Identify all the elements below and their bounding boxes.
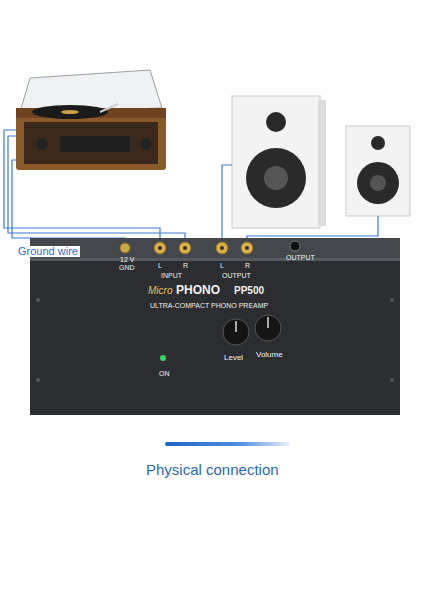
panel-label: INPUT [161,272,182,279]
preamp-box: 12 VGNDLRINPUTLROUTPUTOUTPUTMicroPHONOPP… [28,232,400,417]
caption: Physical connection [146,462,279,477]
callout-label: Ground wire [16,246,80,257]
turntable [16,70,166,170]
panel-label: ULTRA-COMPACT PHONO PREAMP [150,302,268,309]
panel-label: PP500 [234,286,264,296]
panel-label: L [220,262,224,269]
speakers [232,96,410,228]
panel-label: Micro [148,286,172,296]
wires [4,130,378,242]
gradient-bar [165,442,290,446]
panel-label: 12 V [120,256,134,263]
panel-label: L [158,262,162,269]
panel-label: GND [119,264,135,271]
panel-label: PHONO [176,284,220,296]
panel-label: Volume [256,351,283,359]
preamp-body [30,238,400,415]
panel-label: ON [159,370,170,377]
panel-label: OUTPUT [222,272,251,279]
panel-label: R [245,262,250,269]
panel-label: R [183,262,188,269]
panel-label: Level [224,354,243,362]
panel-label: OUTPUT [286,254,315,261]
